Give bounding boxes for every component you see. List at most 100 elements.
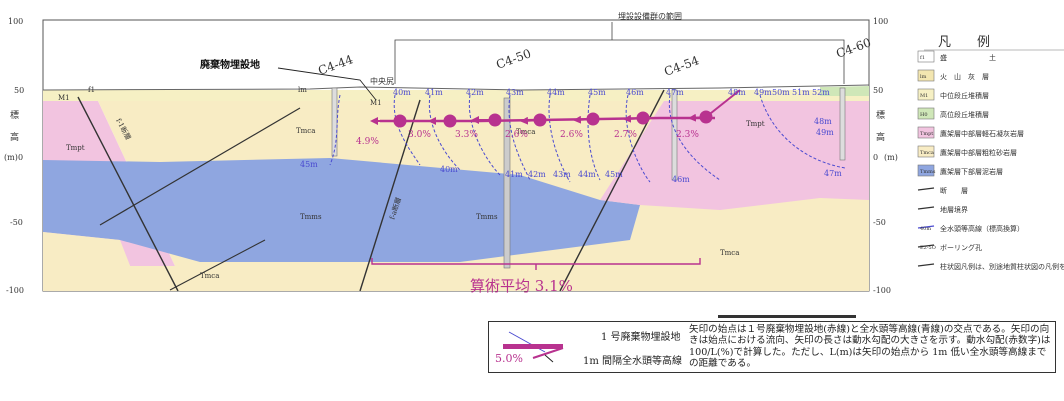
legend-label: 盛 土	[940, 53, 996, 62]
legend-item: E2-5O ボーリング孔	[917, 243, 982, 252]
scale-bar	[718, 315, 856, 318]
legend-swatch	[917, 164, 935, 177]
legend-swatch	[917, 145, 935, 158]
note-symbol	[503, 331, 564, 363]
y-tick: 0	[873, 153, 878, 162]
unit-label: M1	[370, 99, 382, 107]
contour-lines	[329, 94, 846, 183]
legend-item: M1 中位段丘堆積層	[917, 88, 989, 101]
unit-label: Tmca	[200, 272, 219, 280]
y-tick: -100	[6, 286, 24, 295]
y-tick: 100	[8, 17, 23, 26]
unit-label: Tmms	[300, 213, 322, 221]
legend-items: f1 盛 土 lm 火 山 灰 層 M1 中位段丘堆積層 H0 高位段丘堆積層 Tmpt 鷹架層中…	[917, 50, 1064, 271]
legend-line	[917, 225, 935, 229]
facility-range-bracket	[394, 39, 845, 84]
legend-item: Tmpt 鷹架層中部層軽石凝灰岩層	[917, 126, 1024, 139]
gradient-arrows	[370, 89, 741, 128]
unit-m1-top	[43, 90, 869, 101]
legend-code: lm	[920, 74, 927, 80]
legend-line	[917, 263, 935, 267]
y-tick: 50	[873, 86, 883, 95]
legend-label: 柱状図凡例は、別途地質柱状図の凡例を参照	[940, 262, 1064, 271]
legend-label: 中位段丘堆積層	[940, 91, 989, 100]
legend-code: E2-5O	[920, 245, 936, 251]
unit-tmpt-right	[600, 96, 869, 210]
ground-surface	[42, 84, 870, 91]
legend-label: 鷹架層下部層泥岩層	[940, 167, 1003, 176]
fault-line	[169, 239, 266, 291]
legend-code: M1	[920, 93, 928, 99]
legend-code: Tmpt	[920, 131, 933, 137]
legend-label: 鷹架層中部層軽石凝灰岩層	[940, 129, 1024, 138]
y-tick: -50	[873, 218, 886, 227]
unit-tmms-left-lower	[43, 232, 140, 291]
y-axis-unit: (m)	[884, 153, 898, 162]
legend-item: f1 盛 土	[917, 50, 996, 63]
legend-swatch	[917, 88, 935, 101]
legend-label: 高位段丘堆積層	[940, 110, 989, 119]
legend-code: 40m	[920, 226, 931, 232]
legend-code: Tmca	[920, 150, 934, 156]
unit-label: Tmca	[296, 127, 315, 135]
unit-label: Tmca	[516, 128, 535, 136]
legend-swatch	[917, 126, 935, 139]
unit-tmms	[43, 158, 640, 262]
legend-item: Tmms 鷹架層下部層泥岩層	[917, 164, 1003, 177]
unit-label: Tmpt	[66, 144, 85, 152]
legend-item: Tmca 鷹架層中部層粗粒砂岩層	[917, 145, 1017, 158]
legend-swatch	[917, 107, 935, 120]
legend-label: 断 層	[940, 186, 968, 195]
legend-item: H0 高位段丘堆積層	[917, 107, 989, 120]
legend-swatch	[917, 50, 935, 63]
legend-item: 柱状図凡例は、別途地質柱状図の凡例を参照	[917, 262, 1064, 271]
legend-note-box: 1 号廃棄物埋設地 1m 間隔全水頭等高線 5.0% 矢印の始点は１号廃棄物埋設…	[488, 321, 1056, 373]
note-site-label: 1 号廃棄物埋設地	[601, 332, 681, 343]
legend-item: lm 火 山 灰 層	[917, 69, 989, 82]
y-axis-unit: (m)	[4, 153, 18, 162]
legend-item: 断 層	[917, 186, 968, 195]
unit-label: M1	[58, 94, 70, 102]
y-axis-title: 高	[10, 131, 19, 143]
unit-label: lm	[298, 86, 307, 94]
legend-label: 全水頭等高線（標高換算）	[940, 224, 1024, 233]
note-example-pct: 5.0%	[495, 352, 523, 365]
unit-label: Tmpt	[746, 120, 765, 128]
note-text: 矢印の始点は１号廃棄物埋設地(赤線)と全水頭等高線(青線)の交点である。矢印の向…	[689, 324, 1051, 370]
legend-label: ボーリング孔	[940, 243, 982, 252]
y-axis-title: 標	[10, 109, 19, 121]
legend-code: Tmms	[920, 169, 936, 175]
fault-line	[559, 89, 665, 292]
legend-line	[917, 206, 935, 210]
waste-site-label: 廃棄物埋設地	[200, 58, 260, 71]
legend-title: 凡 例	[938, 35, 990, 50]
center-ridge-label: 中央尻	[370, 76, 394, 86]
y-axis-title: 高	[876, 131, 885, 143]
waste-site-leader	[277, 67, 377, 101]
note-contour-label: 1m 間隔全水頭等高線	[583, 356, 683, 367]
unit-label: Tmms	[476, 213, 498, 221]
legend-label: 地層境界	[940, 205, 968, 214]
mean-label: 算術平均 3.1%	[470, 277, 573, 295]
y-tick: 50	[14, 86, 24, 95]
fault-line	[77, 96, 179, 292]
y-tick: -50	[10, 218, 23, 227]
y-axis-title: 標	[876, 109, 885, 121]
legend-code: f1	[920, 55, 925, 61]
legend-item: 地層境界	[917, 205, 968, 214]
legend: 凡 例	[924, 35, 1064, 51]
unit-label: Tmca	[720, 249, 739, 257]
legend-label: 火 山 灰 層	[940, 72, 989, 81]
legend-label: 鷹架層中部層粗粒砂岩層	[940, 148, 1017, 157]
unit-label: f1	[88, 86, 95, 94]
fault-line	[359, 99, 421, 292]
legend-swatch	[917, 69, 935, 82]
legend-code: H0	[920, 112, 928, 118]
fault-line	[99, 107, 301, 226]
legend-line	[917, 244, 935, 248]
legend-line	[917, 187, 935, 191]
y-tick: -100	[873, 286, 891, 295]
range-label: 埋設設備群の範囲	[618, 11, 682, 21]
legend-item: 40m 全水頭等高線（標高換算）	[917, 224, 1024, 233]
